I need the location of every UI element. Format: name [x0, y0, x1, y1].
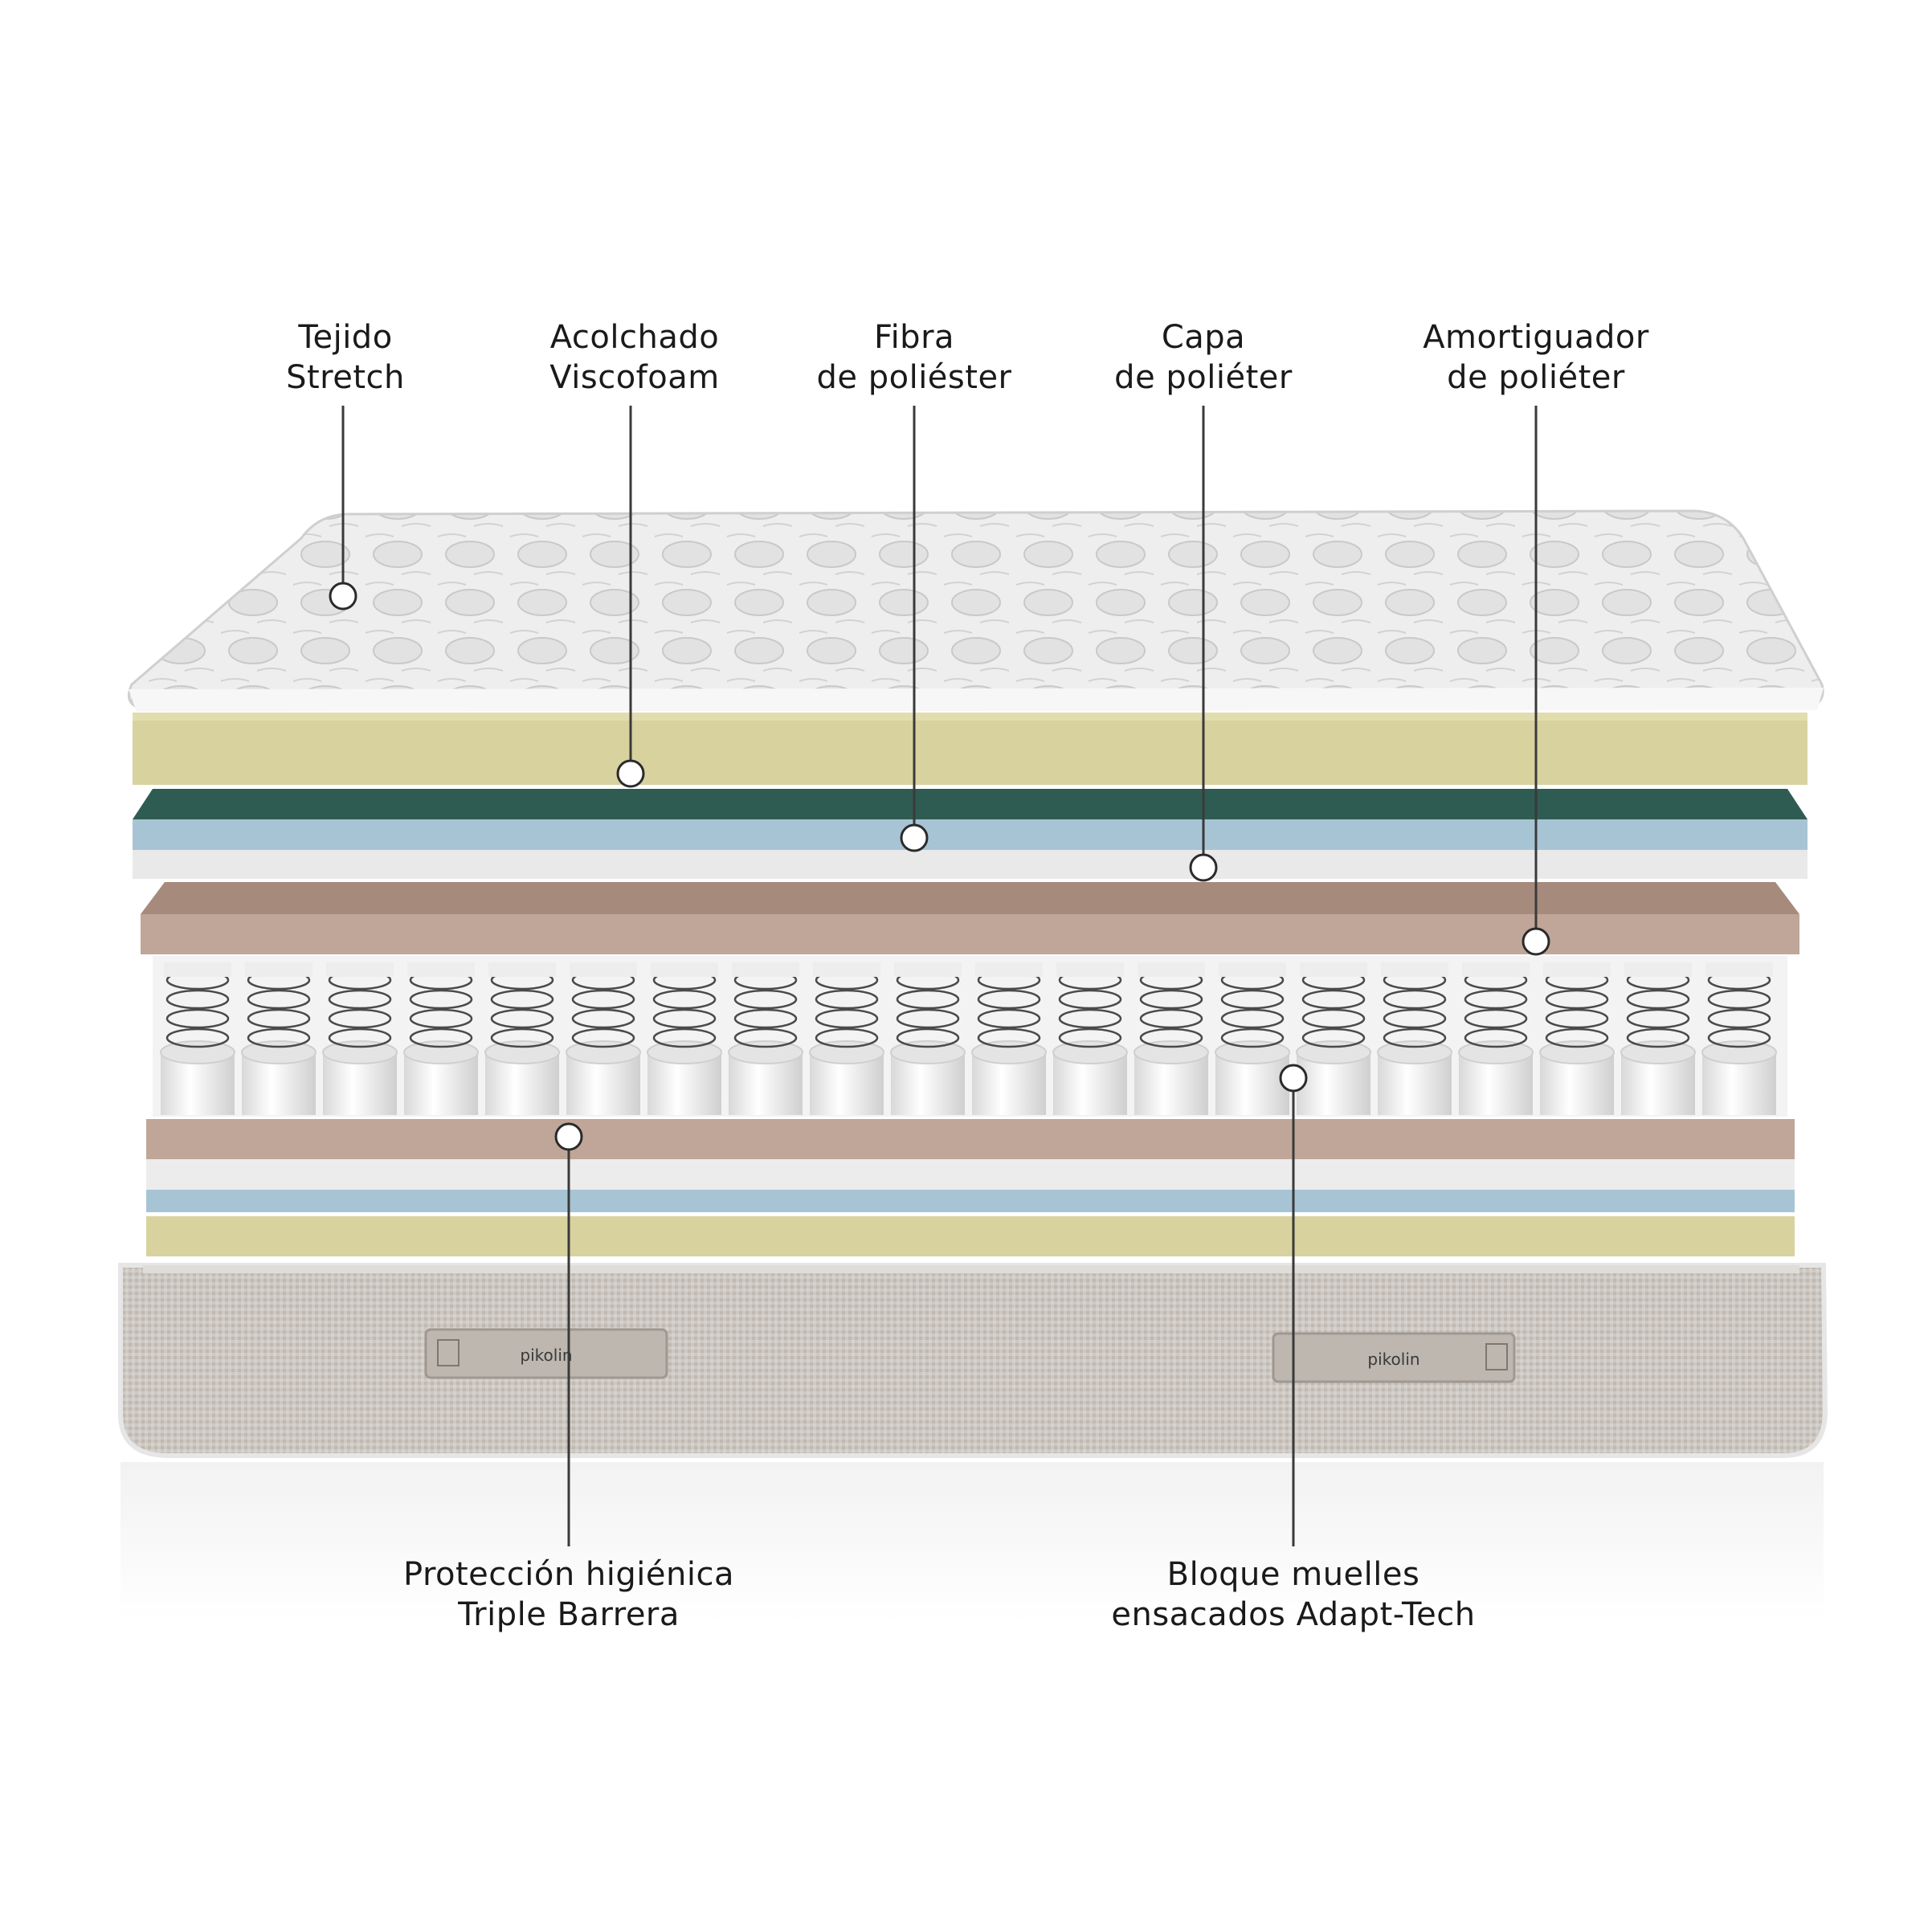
pocket-spring	[1296, 962, 1371, 1115]
layer-bottom-viscofoam	[146, 1216, 1795, 1256]
pocket-spring	[890, 962, 966, 1115]
label-tejido-stretch: Tejido Stretch	[137, 317, 554, 398]
handle-brand-right: pikolin	[1367, 1350, 1419, 1369]
label-fibra-line2: de poliéster	[816, 359, 1012, 396]
pocket-spring	[1215, 962, 1290, 1115]
label-proteccion-line2: Triple Barrera	[458, 1596, 680, 1633]
label-fibra-poliester: Fibra de poliéster	[705, 317, 1123, 398]
label-tejido-line1: Tejido	[298, 319, 393, 356]
pocket-spring	[1620, 962, 1696, 1115]
handle-right	[1272, 1332, 1516, 1383]
label-acolchado-line1: Acolchado	[549, 319, 720, 356]
callout-dot-proteccion	[554, 1122, 583, 1151]
label-amortiguador-line2: de poliéter	[1447, 359, 1625, 396]
label-proteccion-line1: Protección higiénica	[403, 1556, 734, 1593]
pocket-spring	[1134, 962, 1209, 1115]
pocket-spring	[322, 962, 398, 1115]
callout-dot-acolchado	[616, 759, 645, 788]
pocket-spring	[971, 962, 1047, 1115]
pocket-spring	[1377, 962, 1452, 1115]
label-bloque-muelles: Bloque muelles ensacados Adapt-Tech	[1084, 1554, 1502, 1635]
pocket-spring	[403, 962, 479, 1115]
label-acolchado-line2: Viscofoam	[549, 359, 720, 396]
pocket-spring	[1701, 962, 1777, 1115]
layer-bottom-white	[146, 1159, 1795, 1190]
layer-amortiguador-polieter	[141, 882, 1799, 954]
label-capa-polieter: Capa de poliéter	[995, 317, 1412, 398]
label-bloque-line1: Bloque muelles	[1166, 1556, 1420, 1593]
pocket-spring	[1539, 962, 1615, 1115]
label-proteccion-higienica: Protección higiénica Triple Barrera	[360, 1554, 778, 1635]
label-amortiguador-line1: Amortiguador	[1423, 319, 1649, 356]
label-tejido-line2: Stretch	[286, 359, 405, 396]
callout-dot-capa	[1189, 853, 1218, 882]
layer-bottom-blue	[146, 1190, 1795, 1212]
pocket-spring	[728, 962, 803, 1115]
label-amortiguador-polieter: Amortiguador de poliéter	[1327, 317, 1745, 398]
callout-dot-tejido	[329, 582, 357, 611]
callout-dot-fibra	[900, 823, 929, 852]
floor-reflection	[120, 1462, 1824, 1623]
mattress-base-fabric	[118, 1263, 1828, 1458]
pocket-spring	[1458, 962, 1534, 1115]
handle-brand-left: pikolin	[520, 1346, 572, 1365]
callout-dot-amortiguador	[1522, 927, 1550, 956]
handle-left	[424, 1328, 668, 1379]
layer-acolchado-viscofoam	[133, 713, 1808, 785]
label-acolchado-viscofoam: Acolchado Viscofoam	[426, 317, 844, 398]
spring-block	[153, 956, 1787, 1117]
layer-capa-polieter	[133, 850, 1808, 879]
label-fibra-line1: Fibra	[873, 319, 955, 356]
label-capa-line1: Capa	[1161, 319, 1246, 356]
layer-tejido-stretch	[127, 509, 1824, 712]
pocket-spring	[241, 962, 317, 1115]
callout-dot-bloque	[1279, 1064, 1308, 1093]
layer-bottom-brown	[146, 1119, 1795, 1159]
pocket-spring	[647, 962, 722, 1115]
pocket-spring	[566, 962, 641, 1115]
pocket-spring	[809, 962, 884, 1115]
pocket-spring	[160, 962, 235, 1115]
pocket-spring	[1052, 962, 1128, 1115]
label-bloque-line2: ensacados Adapt-Tech	[1111, 1596, 1476, 1633]
layer-fibra-poliester	[133, 789, 1808, 850]
label-capa-line2: de poliéter	[1114, 359, 1293, 396]
pocket-spring	[484, 962, 560, 1115]
